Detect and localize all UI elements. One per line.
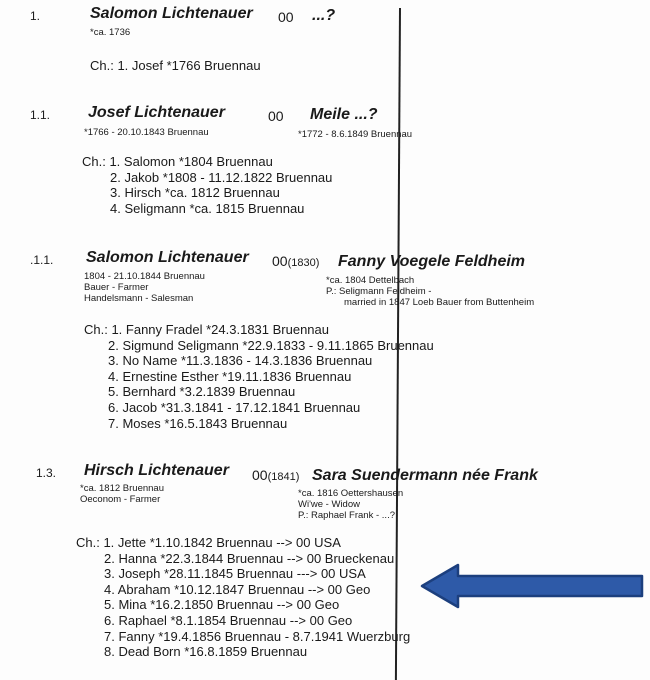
spouse-name: ...? — [312, 7, 336, 24]
spouse-details: *ca. 1804 Dettelbach P.: Seligmann Feldh… — [326, 275, 534, 308]
marriage-mark: 00(1841) — [252, 467, 299, 483]
spouse-detail: P.: Seligmann Feldheim - — [326, 286, 432, 297]
child-entry: 3. Joseph *28.11.1845 Bruennau ---> 00 U… — [104, 566, 366, 582]
spouse-details: *ca. 1816 Oettershausen Wi'we - Widow P.… — [298, 488, 403, 521]
child-entry: 5. Bernhard *3.2.1839 Bruennau — [108, 384, 296, 400]
spouse-detail: *1772 - 8.6.1849 Bruennau — [298, 129, 413, 140]
child-entry: 4. Abraham *10.12.1847 Bruennau --> 00 G… — [104, 581, 371, 597]
person-detail: 1804 - 21.10.1844 Bruennau — [84, 271, 205, 282]
person-name: Salomon Lichtenauer — [86, 249, 249, 266]
left-arrow-icon — [420, 563, 644, 609]
child-entry: 6. Jacob *31.3.1841 - 17.12.1841 Bruenna… — [108, 399, 361, 415]
child-entry: Ch.: 1. Jette *1.10.1842 Bruennau --> 00… — [76, 535, 341, 550]
person-name: Josef Lichtenauer — [88, 104, 225, 121]
section-number: 1.1. — [30, 108, 51, 122]
child-entry: Ch.: 1. Salomon *1804 Bruennau — [82, 154, 273, 169]
spouse-detail: P.: Raphael Frank - ...? — [298, 510, 395, 521]
child-entry: 2. Jakob *1808 - 11.12.1822 Bruennau — [110, 169, 333, 185]
person-name: Salomon Lichtenauer — [90, 5, 253, 22]
child-entry: 2. Sigmund Seligmann *22.9.1833 - 9.11.1… — [108, 337, 434, 353]
marriage-mark: 00 — [268, 108, 284, 124]
children-list: Ch.: 1. Fanny Fradel *24.3.1831 Bruennau… — [84, 322, 434, 431]
spouse-name: Sara Suendermann née Frank — [312, 467, 538, 484]
marriage-year: (1830) — [287, 257, 320, 269]
person-detail: *ca. 1736 — [90, 27, 131, 38]
spouse-name: Meile ...? — [310, 106, 378, 123]
children-list: Ch.: 1. Salomon *1804 Bruennau 2. Jakob … — [82, 154, 332, 216]
child-entry: 7. Fanny *19.4.1856 Bruennau - 8.7.1941 … — [104, 628, 411, 644]
child-entry: 4. Seligmann *ca. 1815 Bruennau — [110, 200, 305, 216]
marriage-mark-text: 00 — [252, 467, 268, 483]
child-entry: 8. Dead Born *16.8.1859 Bruennau — [104, 644, 308, 660]
person-details: *ca. 1812 Bruennau Oeconom - Farmer — [80, 483, 164, 505]
person-details: 1804 - 21.10.1844 Bruennau Bauer - Farme… — [84, 271, 205, 304]
marriage-mark-text: 00 — [272, 253, 288, 269]
person-detail: *ca. 1812 Bruennau — [80, 483, 164, 494]
children-list: Ch.: 1. Jette *1.10.1842 Bruennau --> 00… — [76, 535, 410, 660]
person-detail: *1766 - 20.10.1843 Bruennau — [84, 127, 209, 138]
child-entry: 7. Moses *16.5.1843 Bruennau — [108, 415, 288, 431]
child-entry: 5. Mina *16.2.1850 Bruennau --> 00 Geo — [104, 597, 340, 613]
child-entry: 2. Hanna *22.3.1844 Bruennau --> 00 Brue… — [104, 550, 395, 566]
spouse-detail: Wi'we - Widow — [298, 499, 360, 510]
person-detail: Handelsmann - Salesman — [84, 293, 194, 304]
marriage-mark: 00 — [278, 9, 294, 25]
arrow-shape — [420, 563, 644, 609]
section-number: .1.1. — [30, 253, 54, 267]
person-detail: Oeconom - Farmer — [80, 494, 161, 505]
child-entry: 3. Hirsch *ca. 1812 Bruennau — [110, 185, 280, 201]
child-entry: 4. Ernestine Esther *19.11.1836 Bruennau — [108, 368, 352, 384]
spouse-detail: *ca. 1816 Oettershausen — [298, 488, 404, 499]
person-name: Hirsch Lichtenauer — [84, 462, 229, 479]
spouse-name: Fanny Voegele Feldheim — [338, 253, 526, 270]
children-list: Ch.: 1. Josef *1766 Bruennau — [90, 58, 261, 74]
section-number: 1.3. — [36, 466, 57, 480]
spouse-detail: married in 1847 Loeb Bauer from Buttenhe… — [344, 297, 535, 308]
spouse-detail: *ca. 1804 Dettelbach — [326, 275, 415, 286]
child-entry: 6. Raphael *8.1.1854 Bruennau --> 00 Geo — [104, 612, 353, 628]
section-number: 1. — [30, 9, 41, 23]
marriage-mark: 00(1830) — [272, 253, 319, 269]
child-entry: Ch.: 1. Fanny Fradel *24.3.1831 Bruennau — [84, 322, 329, 337]
person-detail: Bauer - Farmer — [84, 282, 149, 293]
child-entry: 3. No Name *11.3.1836 - 14.3.1836 Bruenn… — [108, 353, 373, 369]
marriage-year: (1841) — [267, 471, 300, 483]
child-entry: Ch.: 1. Josef *1766 Bruennau — [90, 58, 261, 73]
